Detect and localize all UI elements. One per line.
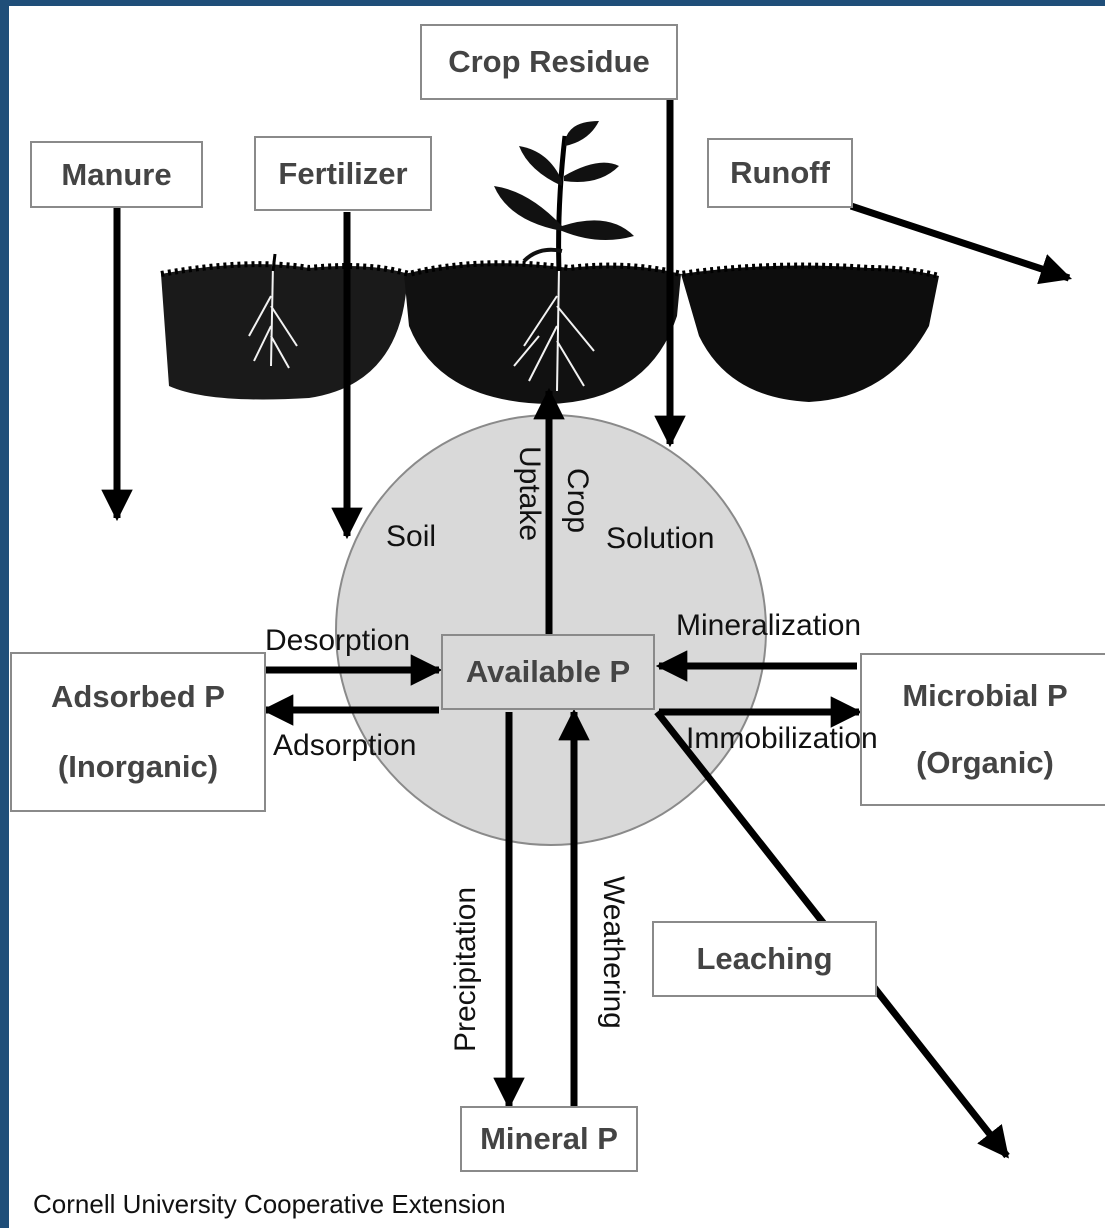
adsorbed-p-label: Adsorbed P: [51, 679, 225, 715]
available-p-box: Available P: [441, 634, 655, 710]
runoff-label: Runoff: [730, 155, 830, 191]
solution-label: Solution: [606, 522, 714, 556]
adsorbed-p-sublabel: (Inorganic): [58, 749, 218, 785]
manure-label: Manure: [61, 157, 171, 193]
runoff-box: Runoff: [707, 138, 853, 208]
soil-profile: [161, 263, 939, 404]
fertilizer-label: Fertilizer: [278, 156, 407, 192]
mineral-p-label: Mineral P: [480, 1121, 618, 1157]
fertilizer-box: Fertilizer: [254, 136, 432, 211]
weathering-label: Weathering: [596, 876, 630, 1029]
soil-label: Soil: [386, 520, 436, 554]
leaching-label: Leaching: [696, 941, 832, 977]
microbial-p-label: Microbial P: [902, 678, 1067, 714]
diagram-canvas: Crop Residue Manure Fertilizer Runoff Av…: [9, 6, 1105, 1228]
crop-residue-label: Crop Residue: [448, 44, 650, 80]
desorption-label: Desorption: [265, 624, 410, 658]
manure-box: Manure: [30, 141, 203, 208]
microbial-p-sublabel: (Organic): [916, 745, 1054, 781]
arrow-runoff: [851, 206, 1069, 278]
uptake-label: Uptake: [512, 446, 546, 541]
source-credit: Cornell University Cooperative Extension: [33, 1189, 506, 1220]
leaching-box: Leaching: [652, 921, 877, 997]
immobilization-label: Immobilization: [686, 722, 878, 756]
available-p-label: Available P: [466, 654, 630, 690]
mineralization-label: Mineralization: [676, 609, 861, 643]
crop-residue-box: Crop Residue: [420, 24, 678, 100]
mineral-p-box: Mineral P: [460, 1106, 638, 1172]
adsorption-label: Adsorption: [273, 729, 416, 763]
precipitation-label: Precipitation: [449, 887, 483, 1052]
adsorbed-p-box: Adsorbed P (Inorganic): [10, 652, 266, 812]
crop-label: Crop: [560, 468, 594, 533]
microbial-p-box: Microbial P (Organic): [860, 653, 1105, 806]
